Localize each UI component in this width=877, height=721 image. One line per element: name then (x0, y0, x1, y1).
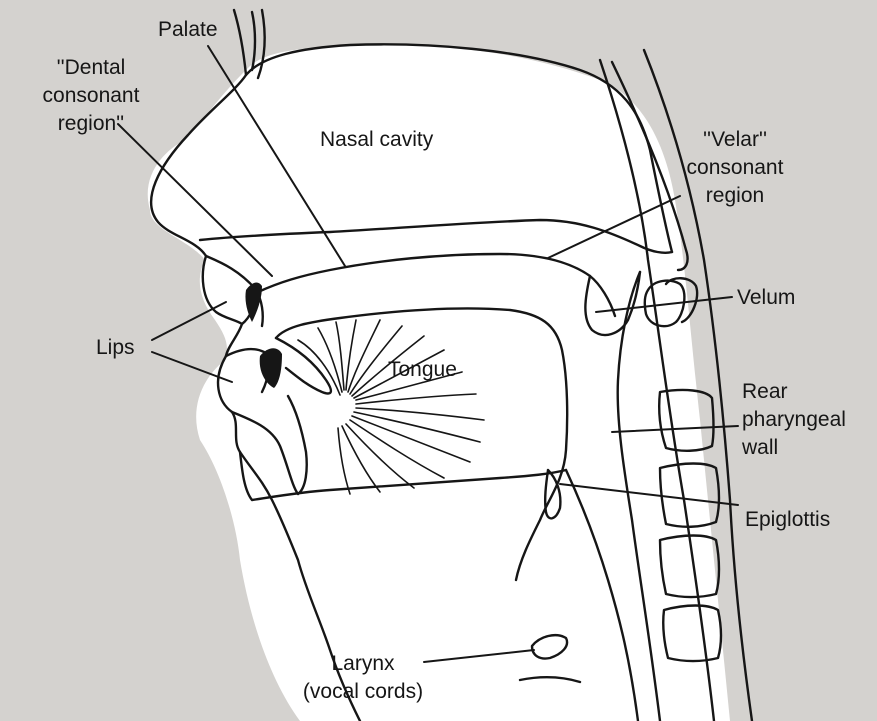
label-nasal-cavity: Nasal cavity (320, 126, 433, 154)
label-larynx-line-2: (vocal cords) (278, 678, 448, 706)
label-tongue: Tongue (388, 356, 457, 384)
label-larynx-line-1: Larynx (278, 650, 448, 678)
label-epiglottis: Epiglottis (745, 506, 830, 534)
label-palate: Palate (158, 16, 218, 44)
label-dental-consonant-region: ''Dental consonant region'' (6, 54, 176, 138)
label-rear-line-3: wall (742, 434, 846, 462)
label-velar-line-2: consonant (660, 154, 810, 182)
label-dental-line-2: consonant (6, 82, 176, 110)
label-velar-line-1: ''Velar'' (660, 126, 810, 154)
label-lips: Lips (96, 334, 135, 362)
label-dental-line-1: ''Dental (6, 54, 176, 82)
label-dental-line-3: region'' (6, 110, 176, 138)
label-rear-line-2: pharyngeal (742, 406, 846, 434)
label-rear-pharyngeal-wall: Rear pharyngeal wall (742, 378, 846, 462)
label-velar-consonant-region: ''Velar'' consonant region (660, 126, 810, 210)
label-larynx: Larynx (vocal cords) (278, 650, 448, 706)
label-velum: Velum (737, 284, 795, 312)
label-rear-line-1: Rear (742, 378, 846, 406)
label-velar-line-3: region (660, 182, 810, 210)
